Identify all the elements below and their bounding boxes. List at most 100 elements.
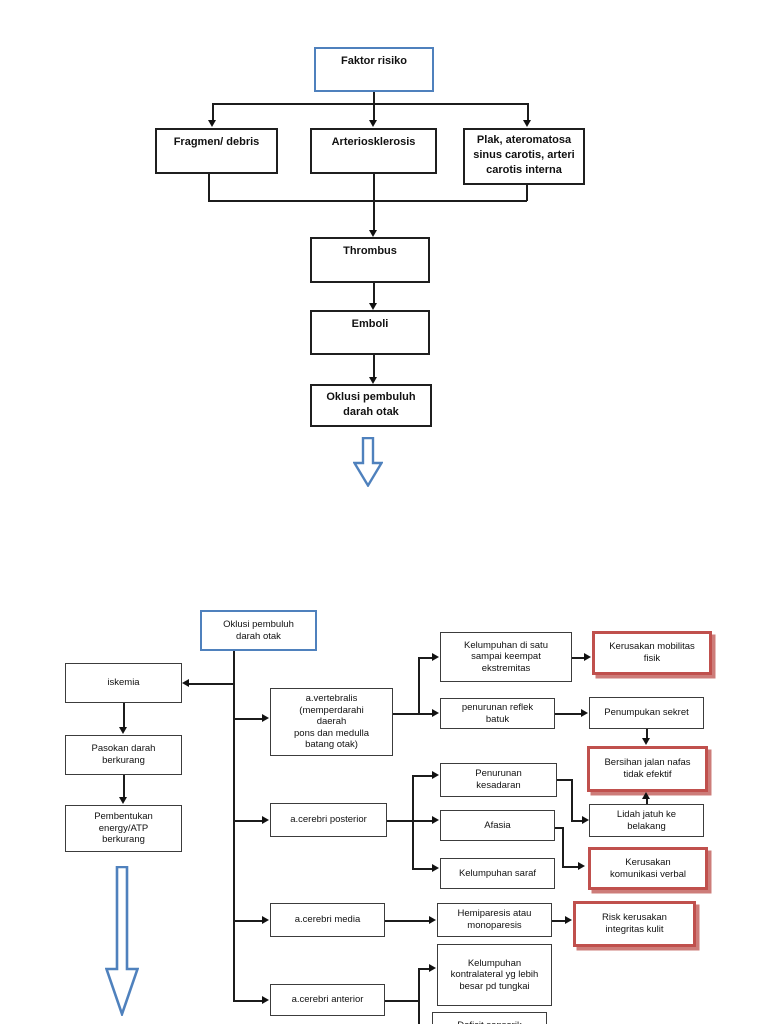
node-deficit-sensorik: Deficit sensorik bbox=[432, 1012, 547, 1024]
node-fragmen-debris: Fragmen/ debris bbox=[155, 128, 278, 174]
node-oklusi-pembuluh-bottom: Oklusi pembuluh darah otak bbox=[200, 610, 317, 651]
arrowhead-icon bbox=[262, 916, 269, 924]
connector-line bbox=[208, 200, 527, 202]
connector-line bbox=[208, 174, 210, 201]
node-pasokan-darah: Pasokan darah berkurang bbox=[65, 735, 182, 775]
node-a-cerebri-media: a.cerebri media bbox=[270, 903, 385, 937]
connector-line bbox=[189, 683, 233, 685]
arrowhead-icon bbox=[432, 709, 439, 717]
down-block-arrow-icon bbox=[353, 437, 383, 487]
connector-line bbox=[412, 868, 432, 870]
arrowhead-icon bbox=[432, 864, 439, 872]
connector-line bbox=[387, 820, 412, 822]
connector-line bbox=[123, 703, 125, 727]
connector-line bbox=[646, 729, 648, 738]
connector-line bbox=[571, 779, 573, 820]
down-block-arrow-icon bbox=[105, 866, 139, 1016]
node-bersihan-jalan-nafas: Bersihan jalan nafas tidak efektif bbox=[587, 746, 708, 792]
arrowhead-icon bbox=[262, 816, 269, 824]
connector-line bbox=[373, 92, 375, 103]
arrowhead-icon bbox=[262, 996, 269, 1004]
node-thrombus: Thrombus bbox=[310, 237, 430, 283]
arrowhead-icon bbox=[581, 709, 588, 717]
connector-line bbox=[557, 779, 571, 781]
node-afasia: Afasia bbox=[440, 810, 555, 841]
connector-line bbox=[646, 799, 648, 804]
arrowhead-icon bbox=[369, 303, 377, 310]
node-a-cerebri-anterior: a.cerebri anterior bbox=[270, 984, 385, 1016]
node-plak-ateromatosa: Plak, ateromatosa sinus carotis, arteri … bbox=[463, 128, 585, 185]
arrowhead-icon bbox=[182, 679, 189, 687]
arrowhead-icon bbox=[523, 120, 531, 127]
connector-line bbox=[373, 355, 375, 377]
connector-line bbox=[412, 775, 432, 777]
arrowhead-icon bbox=[369, 120, 377, 127]
connector-line bbox=[123, 775, 125, 797]
node-faktor-risiko: Faktor risiko bbox=[314, 47, 434, 92]
node-kerusakan-komunikasi: Kerusakan komunikasi verbal bbox=[588, 847, 708, 890]
node-pembentukan-atp: Pembentukan energy/ATP berkurang bbox=[65, 805, 182, 852]
connector-line bbox=[233, 651, 235, 1002]
node-kelumpuhan-kontralateral: Kelumpuhan kontralateral yg lebih besar … bbox=[437, 944, 552, 1006]
arrowhead-icon bbox=[584, 653, 591, 661]
connector-line bbox=[552, 920, 565, 922]
connector-line bbox=[373, 103, 375, 120]
connector-line bbox=[562, 827, 564, 866]
connector-line bbox=[418, 657, 432, 659]
connector-line bbox=[212, 103, 214, 120]
arrowhead-icon bbox=[582, 816, 589, 824]
connector-line bbox=[555, 827, 563, 829]
connector-line bbox=[418, 968, 429, 970]
connector-line bbox=[418, 968, 420, 1024]
arrowhead-icon bbox=[565, 916, 572, 924]
connector-line bbox=[571, 820, 582, 822]
arrowhead-icon bbox=[432, 771, 439, 779]
node-arteriosklerosis: Arteriosklerosis bbox=[310, 128, 437, 174]
node-penurunan-kesadaran: Penurunan kesadaran bbox=[440, 763, 557, 797]
connector-line bbox=[527, 103, 529, 120]
arrowhead-icon bbox=[642, 792, 650, 799]
connector-line bbox=[233, 920, 262, 922]
connector-line bbox=[233, 718, 262, 720]
connector-line bbox=[373, 283, 375, 303]
node-iskemia: iskemia bbox=[65, 663, 182, 703]
node-lidah-jatuh: Lidah jatuh ke belakang bbox=[589, 804, 704, 837]
connector-line bbox=[418, 657, 420, 713]
arrowhead-icon bbox=[208, 120, 216, 127]
connector-line bbox=[212, 103, 528, 105]
arrowhead-icon bbox=[642, 738, 650, 745]
arrowhead-icon bbox=[369, 230, 377, 237]
connector-line bbox=[562, 866, 578, 868]
arrowhead-icon bbox=[119, 727, 127, 734]
node-kelumpuhan-saraf: Kelumpuhan saraf bbox=[440, 858, 555, 889]
connector-line bbox=[385, 920, 429, 922]
arrowhead-icon bbox=[369, 377, 377, 384]
connector-line bbox=[555, 713, 581, 715]
arrowhead-icon bbox=[119, 797, 127, 804]
node-hemiparesis: Hemiparesis atau monoparesis bbox=[437, 903, 552, 937]
connector-line bbox=[412, 820, 432, 822]
arrowhead-icon bbox=[429, 964, 436, 972]
connector-line bbox=[412, 775, 414, 868]
arrowhead-icon bbox=[262, 714, 269, 722]
arrowhead-icon bbox=[432, 653, 439, 661]
node-oklusi-pembuluh-top: Oklusi pembuluh darah otak bbox=[310, 384, 432, 427]
node-a-vertebralis: a.vertebralis (memperdarahi daerah pons … bbox=[270, 688, 393, 756]
connector-line bbox=[385, 1000, 418, 1002]
connector-line bbox=[572, 657, 584, 659]
arrowhead-icon bbox=[432, 816, 439, 824]
node-risk-integritas: Risk kerusakan integritas kulit bbox=[573, 901, 696, 947]
node-kelumpuhan-ekstremitas: Kelumpuhan di satu sampai keempat ekstre… bbox=[440, 632, 572, 682]
node-kerusakan-mobilitas: Kerusakan mobilitas fisik bbox=[592, 631, 712, 675]
arrowhead-icon bbox=[429, 916, 436, 924]
node-emboli: Emboli bbox=[310, 310, 430, 355]
connector-line bbox=[233, 1000, 262, 1002]
connector-line bbox=[233, 820, 262, 822]
node-penurunan-reflek: penurunan reflek batuk bbox=[440, 698, 555, 729]
node-penumpukan-sekret: Penumpukan sekret bbox=[589, 697, 704, 729]
connector-line bbox=[393, 713, 432, 715]
node-a-cerebri-posterior: a.cerebri posterior bbox=[270, 803, 387, 837]
connector-line bbox=[526, 185, 528, 201]
connector-line bbox=[373, 174, 375, 230]
